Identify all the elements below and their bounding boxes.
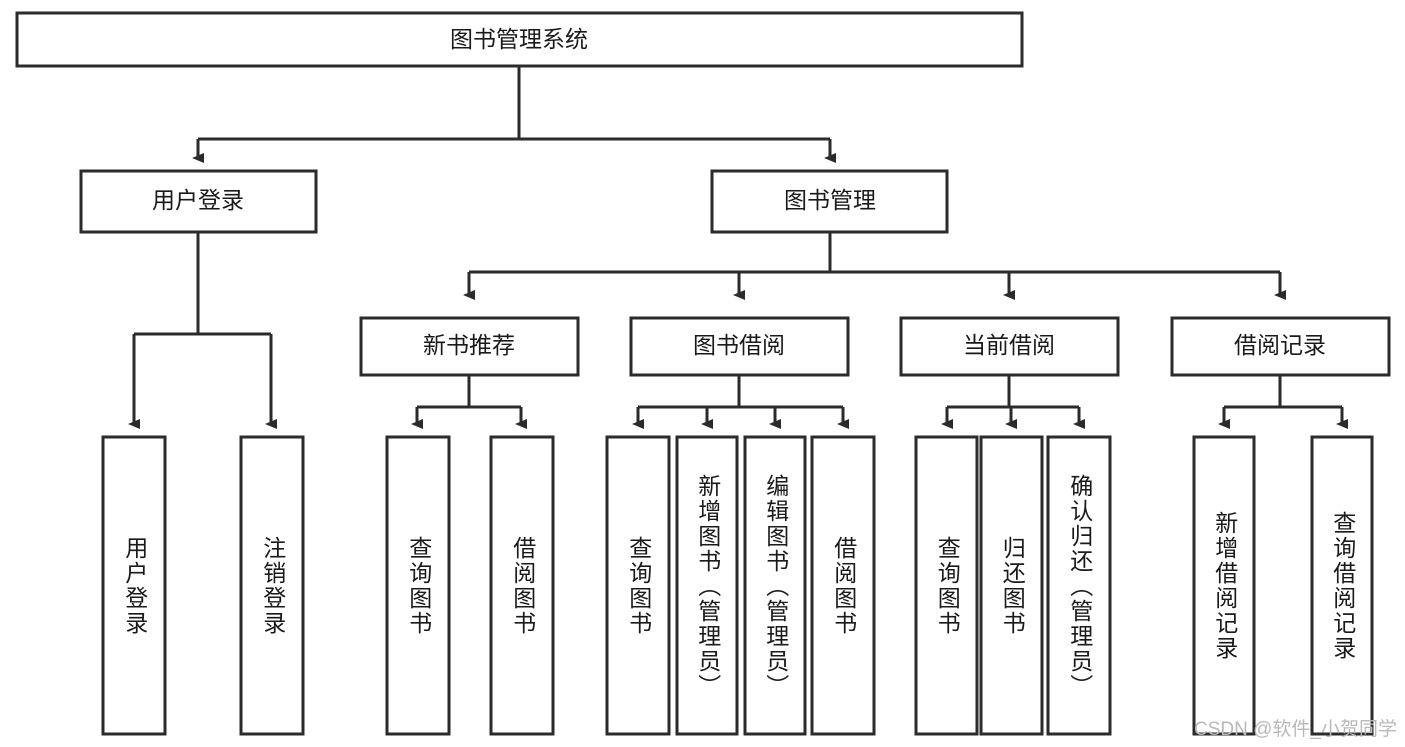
node-book-borrow[interactable]: 图书借阅 xyxy=(629,316,850,377)
leaf-box-current-borrow-1[interactable] xyxy=(914,435,979,736)
node-current-borrow-box[interactable] xyxy=(899,316,1120,377)
leaf-box-user-login-2[interactable] xyxy=(239,435,305,736)
node-new-book-recommend[interactable]: 新书推荐 xyxy=(359,316,580,377)
node-new-book-recommend-box[interactable] xyxy=(359,316,580,377)
leaf-box-book-borrow-3[interactable] xyxy=(743,435,807,736)
node-borrow-records-label: 借阅记录 xyxy=(1234,332,1326,358)
node-book-borrow-box[interactable] xyxy=(629,316,850,377)
leaf-box-current-borrow-3[interactable] xyxy=(1046,435,1112,736)
connector-group-current-borrow xyxy=(941,375,1085,429)
leaf-box-user-login-1[interactable] xyxy=(101,435,167,736)
node-new-book-recommend-label: 新书推荐 xyxy=(423,332,515,358)
connector-group-user-login xyxy=(128,232,277,429)
watermark-text: CSDN @软件_小贺同学 xyxy=(1194,719,1397,740)
connector-group-book-borrow xyxy=(632,375,849,429)
leaf-box-book-borrow-1[interactable] xyxy=(605,435,671,736)
node-borrow-records[interactable]: 借阅记录 xyxy=(1170,316,1391,377)
leaf-box-current-borrow-2[interactable] xyxy=(979,435,1044,736)
connector-group-book-manage xyxy=(463,232,1286,300)
node-book-manage[interactable]: 图书管理 xyxy=(710,169,949,234)
node-root-box[interactable] xyxy=(15,11,1024,68)
leaf-box-new-book-1[interactable] xyxy=(385,435,451,736)
leaf-box-new-book-2[interactable] xyxy=(489,435,555,736)
connector-group-borrow-records xyxy=(1218,375,1348,429)
node-user-login-box[interactable] xyxy=(79,169,318,234)
node-book-borrow-label: 图书借阅 xyxy=(693,332,785,358)
node-user-login-label: 用户登录 xyxy=(152,187,244,213)
node-current-borrow-label: 当前借阅 xyxy=(963,332,1055,358)
connector-group-new-book xyxy=(411,375,527,429)
node-book-manage-box[interactable] xyxy=(710,169,949,234)
node-root-label: 图书管理系统 xyxy=(450,26,588,52)
node-current-borrow[interactable]: 当前借阅 xyxy=(899,316,1120,377)
node-root[interactable]: 图书管理系统 xyxy=(15,11,1024,68)
leaf-box-book-borrow-2[interactable] xyxy=(675,435,739,736)
node-borrow-records-box[interactable] xyxy=(1170,316,1391,377)
leaf-box-borrow-records-2[interactable] xyxy=(1310,435,1374,736)
node-user-login[interactable]: 用户登录 xyxy=(79,169,318,234)
leaf-box-borrow-records-1[interactable] xyxy=(1192,435,1256,736)
node-book-manage-label: 图书管理 xyxy=(784,187,876,213)
leaf-box-book-borrow-4[interactable] xyxy=(810,435,876,736)
connector-group-root xyxy=(192,66,836,163)
